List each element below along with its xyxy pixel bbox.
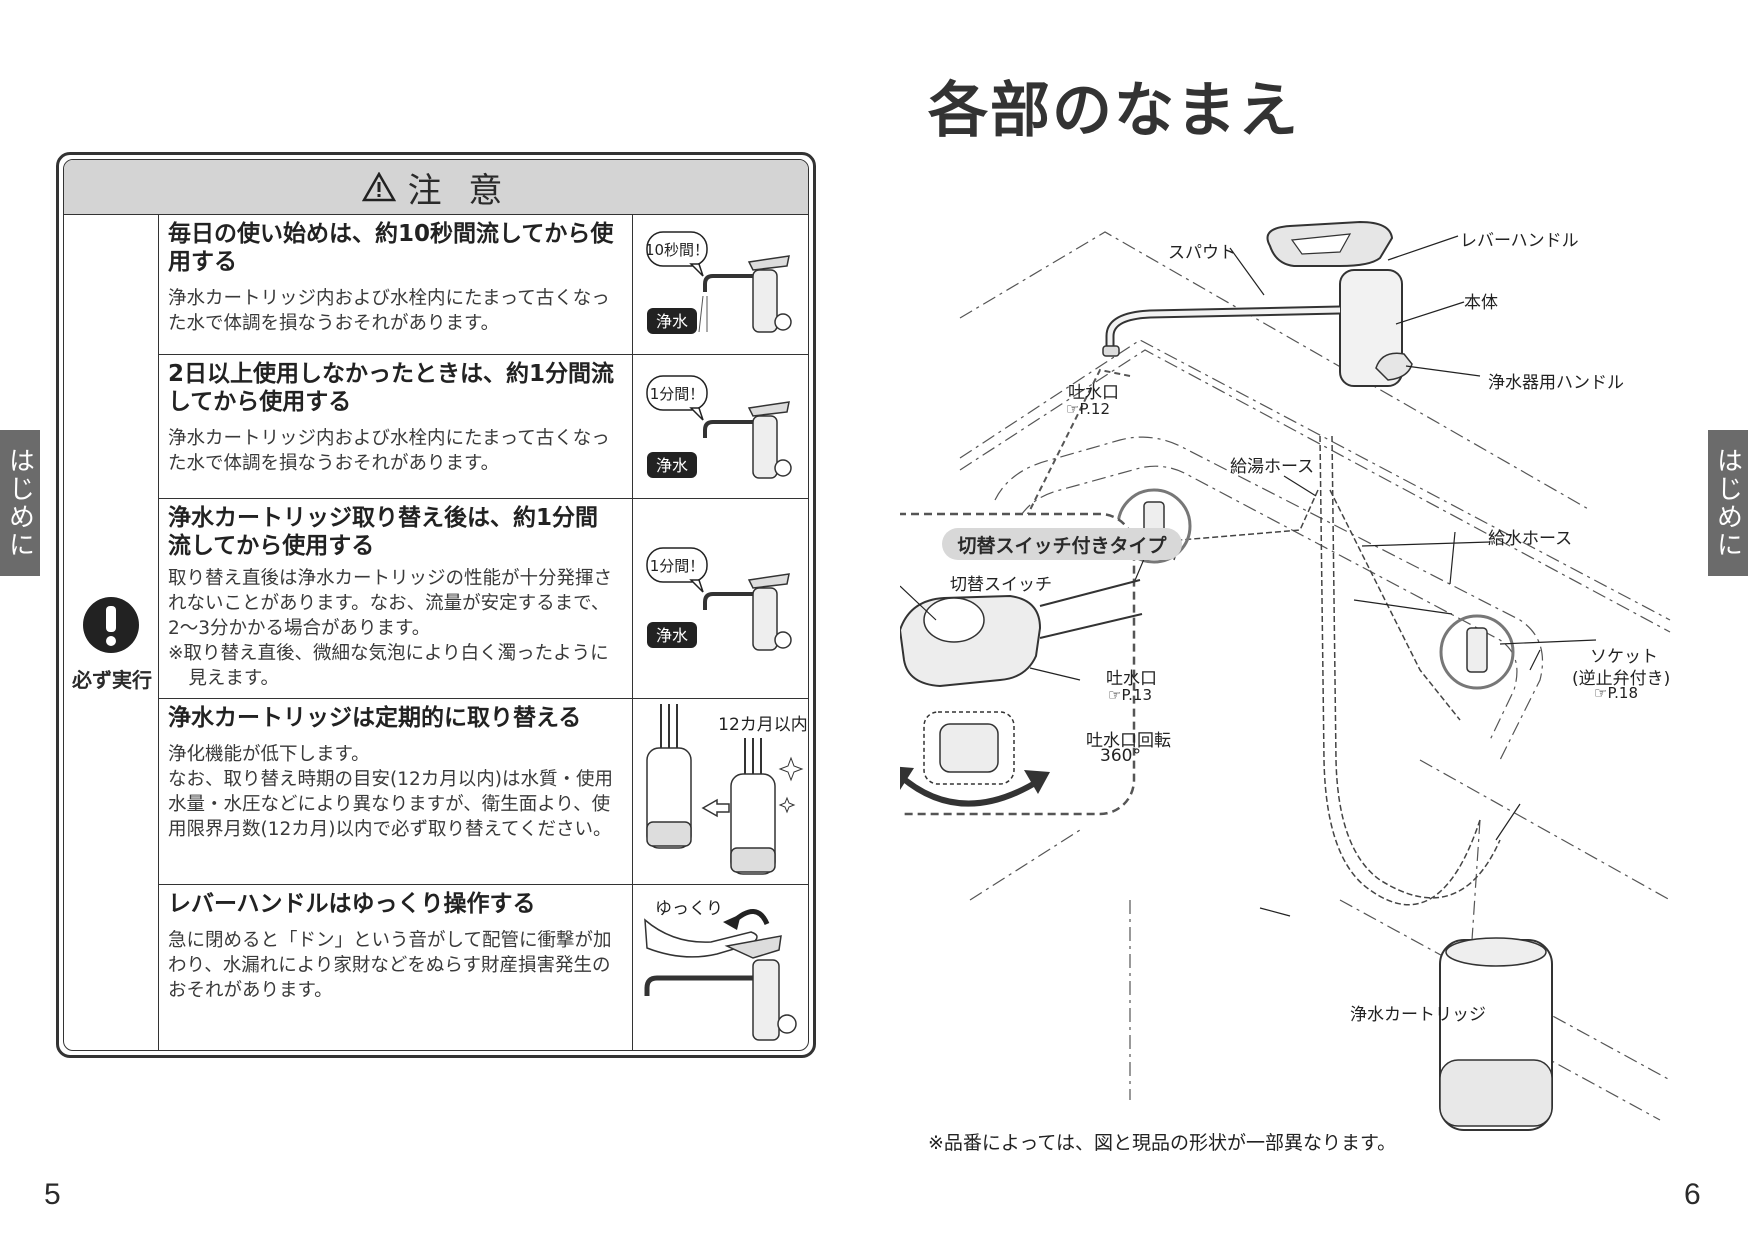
bubble-text: 1分間！ [650, 385, 705, 403]
page-title: 各部のなまえ [928, 76, 1300, 146]
inset-label-rotation-deg: 360° [1100, 746, 1141, 766]
bubble-text: 1分間！ [650, 557, 705, 575]
row-body: 浄水カートリッジ内および水栓内にたまって古くなった水で体調を損なうおそれがありま… [168, 288, 610, 334]
cartridge-replacement-illustration: 12カ月以内 [632, 698, 808, 884]
row-body: 浄水カートリッジ内および水栓内にたまって古くなった水で体調を損なうおそれがありま… [168, 428, 610, 474]
caution-row-1: 毎日の使い始めは、約10秒間流してから使用する 浄水カートリッジ内および水栓内に… [158, 214, 808, 355]
faucet-illustration: 1分間！ 浄水 [632, 354, 808, 498]
label-body: 本体 [1464, 293, 1498, 313]
row-title: 毎日の使い始めは、約10秒間流してから使用する [168, 221, 614, 275]
label-socket: ソケット [1590, 647, 1658, 667]
page-number-right: 6 [1684, 1178, 1701, 1211]
label-outlet-ref: ☞P.12 [1066, 400, 1111, 418]
inset-label-switch: 切替スイッチ [950, 575, 1052, 595]
side-tab-left: はじめに [0, 430, 40, 576]
label-water-hose: 給水ホース [1488, 529, 1573, 549]
ref-text: P.12 [1079, 400, 1111, 418]
caution-title: 注 意 [407, 170, 511, 211]
faucet-illustration: 10秒間！ 浄水 [632, 214, 808, 354]
inset-label-rotation: 吐水口回転 [1086, 731, 1171, 751]
mandatory-exclamation-icon [83, 597, 139, 653]
inset-label-outlet: 吐水口 [1106, 669, 1157, 689]
caution-row-2: 2日以上使用しなかったときは、約1分間流してから使用する 浄水カートリッジ内およ… [158, 354, 808, 499]
caution-header: 注 意 [64, 160, 808, 215]
row-body: 取り替え直後は浄水カートリッジの性能が十分発揮されないことがあります。なお、流量… [168, 568, 613, 639]
ref-text: P.18 [1607, 684, 1639, 702]
row-note: ※取り替え直後、微細な気泡により白く濁ったように見えます。 [168, 643, 609, 689]
caution-row-5: レバーハンドルはゆっくり操作する 急に閉めると「ドン」という音がして配管に衝撃が… [158, 884, 808, 1050]
label-hot-hose: 給湯ホース [1230, 457, 1315, 477]
side-tab-right: はじめに [1708, 430, 1748, 576]
row-title: 浄水カートリッジ取り替え後は、約1分間流してから使用する [168, 505, 599, 559]
bubble-text: 10秒間！ [645, 241, 709, 259]
label-spout: スパウト [1168, 243, 1236, 263]
caution-box: 注 意 必ず実行 毎日の使い始めは、約10秒間流してから使用する 浄水カートリッ… [56, 152, 816, 1058]
label-filter-handle: 浄水器用ハンドル [1488, 373, 1624, 393]
ref-text: P.13 [1121, 686, 1153, 704]
page-number-left: 5 [44, 1178, 61, 1211]
caution-row-3: 浄水カートリッジ取り替え後は、約1分間流してから使用する 取り替え直後は浄水カー… [158, 498, 808, 699]
label-socket-sub: (逆止弁付き) [1572, 669, 1671, 689]
row-title: 2日以上使用しなかったときは、約1分間流してから使用する [168, 361, 615, 415]
caution-row-4: 浄水カートリッジは定期的に取り替える 浄化機能が低下します。 なお、取り替え時期… [158, 698, 808, 885]
label-lever-handle: レバーハンドル [1460, 231, 1579, 251]
tag-text: 浄水 [656, 456, 688, 475]
tag-text: 浄水 [656, 626, 688, 645]
label-outlet: 吐水口 [1068, 383, 1119, 403]
tag-text: 浄水 [656, 312, 688, 331]
faucet-parts-diagram [900, 220, 1671, 1131]
row-title: 浄水カートリッジは定期的に取り替える [168, 705, 582, 731]
label-cartridge: 浄水カートリッジ [1350, 1005, 1486, 1025]
image-label: ゆっくり [655, 899, 723, 919]
row-title: レバーハンドルはゆっくり操作する [168, 891, 536, 917]
must-do-label: 必ず実行 [72, 668, 152, 692]
inset-label-outlet-ref: ☞P.13 [1108, 686, 1153, 704]
faucet-illustration: 1分間！ 浄水 [632, 498, 808, 698]
slow-lever-illustration: ゆっくり [632, 884, 808, 1050]
row-body: 浄化機能が低下します。 [168, 744, 370, 765]
icon-column: 必ず実行 [64, 214, 159, 1050]
row-body-2: なお、取り替え時期の目安(12カ月以内)は水質・使用水量・水圧などにより異なりま… [168, 769, 613, 840]
warning-triangle-icon [361, 172, 396, 202]
footnote: ※品番によっては、図と現品の形状が一部異なります。 [928, 1132, 1397, 1154]
inset-badge: 切替スイッチ付きタイプ [942, 528, 1182, 560]
image-label: 12カ月以内 [718, 715, 808, 735]
row-body: 急に閉めると「ドン」という音がして配管に衝撃が加わり、水漏れにより家財などをぬら… [168, 930, 612, 1001]
label-socket-ref: ☞P.18 [1594, 684, 1639, 702]
